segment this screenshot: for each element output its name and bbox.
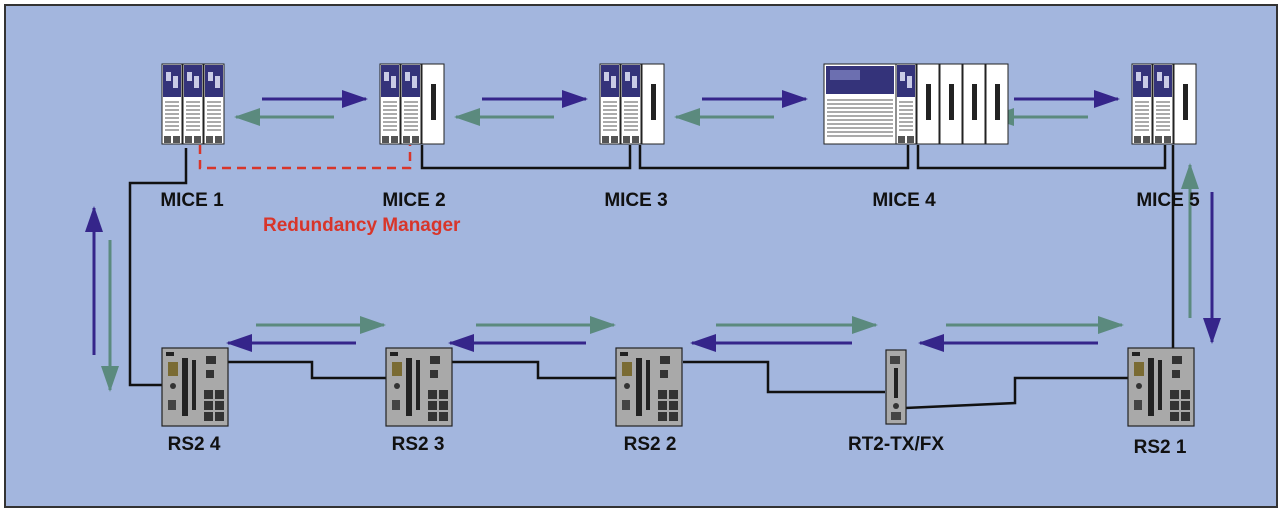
device-label-mice4: MICE 4 [872, 190, 936, 211]
mice-devices [161, 63, 1197, 145]
rs2-devices [161, 347, 1195, 427]
redundancy-link [198, 145, 412, 170]
device-label-rs2-1: RS2 1 [1133, 437, 1187, 458]
device-label-mice5: MICE 5 [1136, 190, 1200, 211]
ring-cables [128, 145, 1175, 410]
redundancy-manager-label: Redundancy Manager [263, 215, 461, 236]
rs2-switch-rs2-2 [615, 347, 683, 427]
device-label-rs2-3: RS2 3 [391, 434, 445, 455]
mice-switch-mice5 [1131, 63, 1197, 145]
mice-switch-mice3 [599, 63, 665, 145]
rs2-switch-rt2 [885, 349, 907, 425]
device-label-rs2-4: RS2 4 [167, 434, 221, 455]
mice-switch-mice4 [823, 63, 1009, 145]
rs2-switch-rs2-3 [385, 347, 453, 427]
device-label-mice2: MICE 2 [382, 190, 446, 211]
device-label-mice1: MICE 1 [160, 190, 224, 211]
device-label-mice3: MICE 3 [604, 190, 668, 211]
mice-switch-mice2 [379, 63, 445, 145]
device-label-rt2: RT2-TX/FX [847, 434, 945, 455]
rs2-switch-rs2-4 [161, 347, 229, 427]
device-label-rs2-2: RS2 2 [623, 434, 677, 455]
rs2-switch-rs2-1 [1127, 347, 1195, 427]
mice-switch-mice1 [161, 63, 225, 145]
